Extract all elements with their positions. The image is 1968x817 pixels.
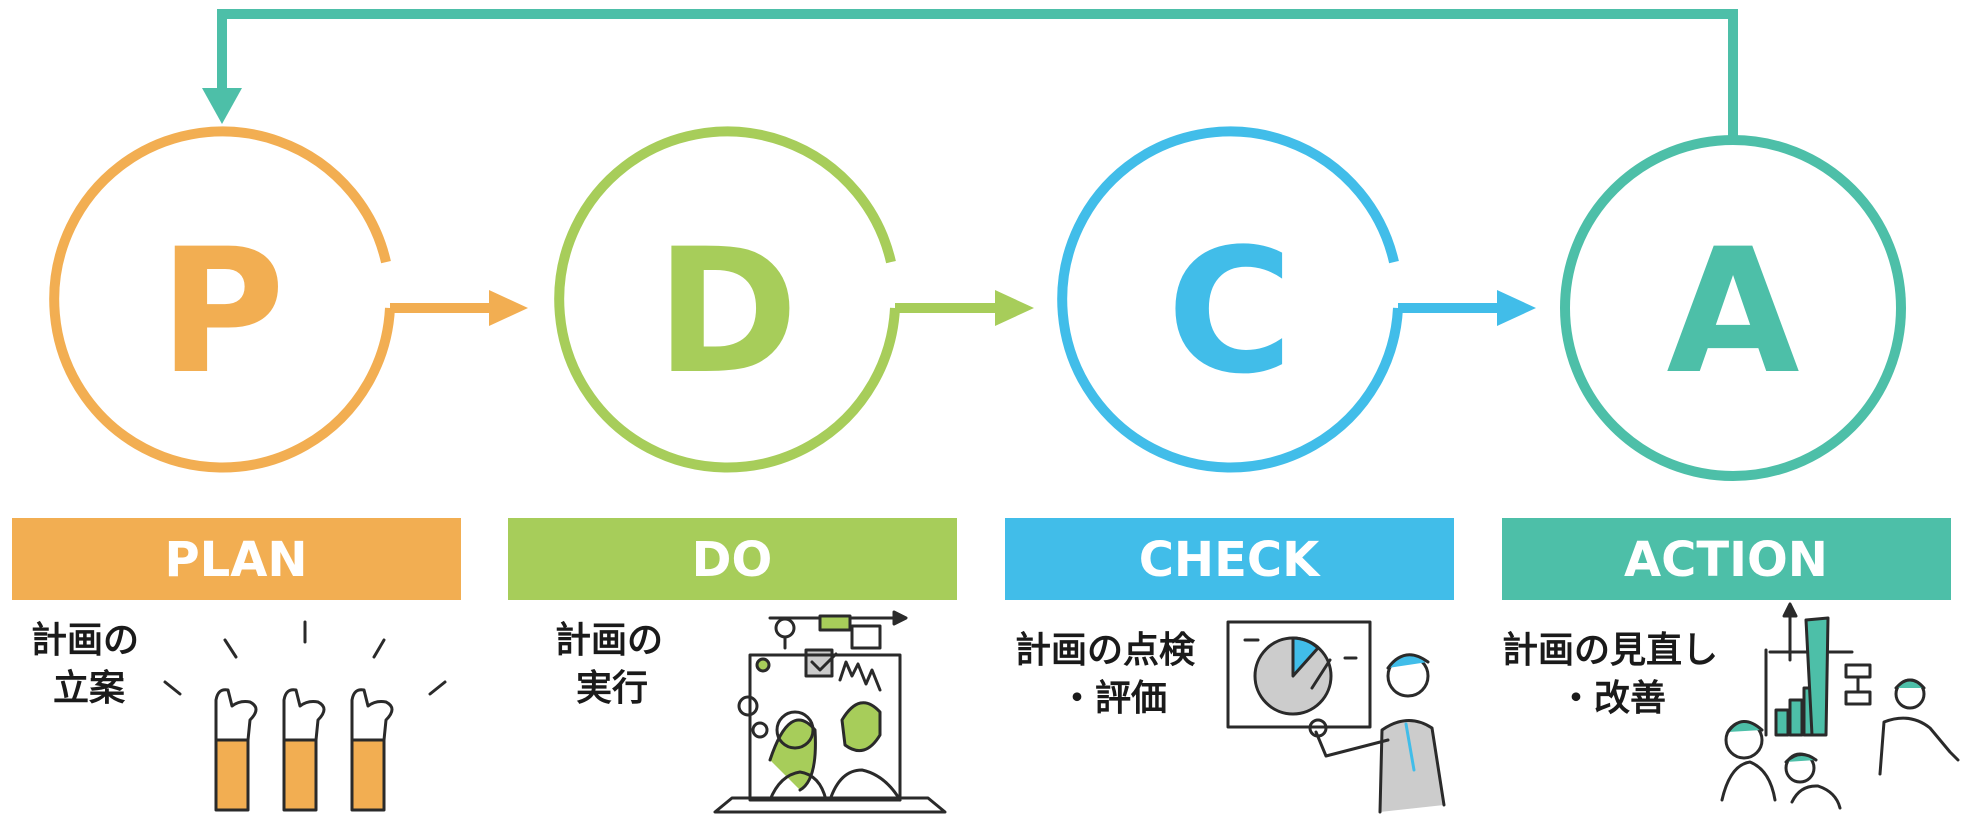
do-letter: D	[656, 211, 799, 412]
stage-band-plan: PLAN	[12, 518, 461, 600]
stage-band-do: DO	[508, 518, 957, 600]
raised-hands-illustration	[163, 620, 447, 812]
do-band	[508, 518, 957, 600]
stage-action-circle: A	[1560, 135, 1906, 481]
action-description: 計画の見直し ・改善	[1502, 630, 1718, 719]
stage-do-circle: D	[554, 126, 1034, 473]
check-circle-arc	[1057, 126, 1403, 473]
plan-desc-line-2: 立案	[53, 668, 126, 709]
action-desc-line-2: ・改善	[1558, 678, 1666, 719]
plan-description: 計画の 立案	[31, 620, 139, 709]
action-circle-ring	[1560, 135, 1906, 481]
plan-band	[12, 518, 461, 600]
presenter-pie-chart-illustration	[1226, 620, 1446, 814]
people-working-illustration	[713, 610, 947, 814]
feedback-loop-arrow	[202, 9, 1738, 140]
do-desc-line-2: 実行	[576, 668, 648, 709]
stage-band-check: CHECK	[1005, 518, 1454, 600]
do-desc-line-1: 計画の	[555, 620, 663, 661]
do-band-label: DO	[692, 532, 773, 588]
action-band	[1502, 518, 1951, 600]
stage-band-action: ACTION	[1502, 518, 1951, 600]
plan-band-label: PLAN	[164, 532, 307, 588]
action-letter: A	[1666, 211, 1799, 412]
check-letter: C	[1167, 211, 1293, 412]
do-description: 計画の 実行	[555, 620, 663, 709]
plan-letter: P	[159, 211, 285, 412]
check-desc-line-2: ・評価	[1059, 678, 1167, 719]
do-circle-arc	[554, 126, 900, 473]
action-band-label: ACTION	[1624, 532, 1828, 588]
plan-desc-line-1: 計画の	[31, 620, 139, 661]
plan-to-do-arrowhead-icon	[489, 290, 528, 326]
stage-plan-circle: P	[49, 126, 528, 473]
feedback-loop-line	[217, 9, 1738, 140]
feedback-arrowhead-icon	[202, 88, 242, 124]
action-desc-line-1: 計画の見直し	[1502, 630, 1718, 671]
check-band	[1005, 518, 1454, 600]
plan-circle-arc	[49, 126, 395, 473]
stage-check-circle: C	[1057, 126, 1536, 473]
do-to-check-arrowhead-icon	[995, 290, 1034, 326]
check-band-label: CHECK	[1139, 532, 1321, 588]
check-to-action-arrowhead-icon	[1497, 290, 1536, 326]
check-desc-line-1: 計画の点検	[1015, 630, 1196, 671]
check-description: 計画の点検 ・評価	[1015, 630, 1196, 719]
team-bar-chart-illustration	[1720, 602, 1960, 810]
